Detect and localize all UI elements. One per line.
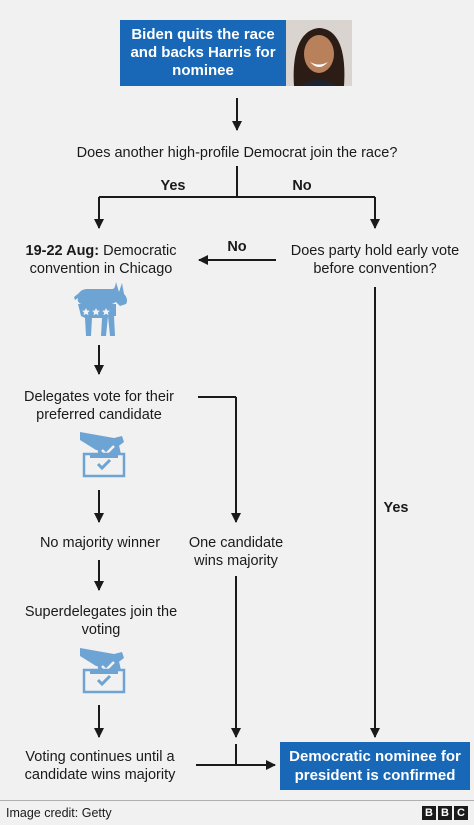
convention-date: 19-22 Aug: <box>25 243 100 259</box>
label-no-early-vote: No <box>227 239 247 255</box>
footer-divider <box>0 800 474 801</box>
bbc-logo-letter: C <box>454 806 468 820</box>
question-join-race: Does another high-profile Democrat join … <box>76 145 398 161</box>
image-credit: Image credit: Getty <box>6 806 112 820</box>
convention-text: Democratic convention in Chicago <box>29 243 177 277</box>
harris-photo <box>286 20 352 86</box>
delegates-vote-step: Delegates vote for their preferred candi… <box>24 389 174 423</box>
no-majority-step: No majority winner <box>39 535 161 551</box>
label-yes-join: Yes <box>160 178 186 194</box>
superdelegates-step: Superdelegates join the voting <box>24 604 178 638</box>
convention-step: 19-22 Aug: Democratic convention in Chic… <box>6 242 196 278</box>
start-box: Biden quits the race and backs Harris fo… <box>120 20 286 86</box>
bbc-logo-letter: B <box>438 806 452 820</box>
nominee-confirmed-box: Democratic nominee for president is conf… <box>280 742 470 790</box>
question-early-vote: Does party hold early vote before conven… <box>290 243 460 277</box>
one-majority-step: One candidate wins majority <box>188 535 284 569</box>
ballot-box-icon <box>80 432 126 478</box>
donkey-icon <box>74 282 128 336</box>
bbc-logo-letter: B <box>422 806 436 820</box>
nominee-confirmed-text: Democratic nominee for president is conf… <box>289 748 461 784</box>
label-yes-early-vote: Yes <box>383 500 409 516</box>
ballot-box-icon <box>80 648 126 694</box>
bbc-logo: B B C <box>422 806 468 820</box>
voting-continues-step: Voting continues until a candidate wins … <box>24 749 176 783</box>
start-text: Biden quits the race and backs Harris fo… <box>130 26 276 79</box>
label-no-join: No <box>292 178 312 194</box>
